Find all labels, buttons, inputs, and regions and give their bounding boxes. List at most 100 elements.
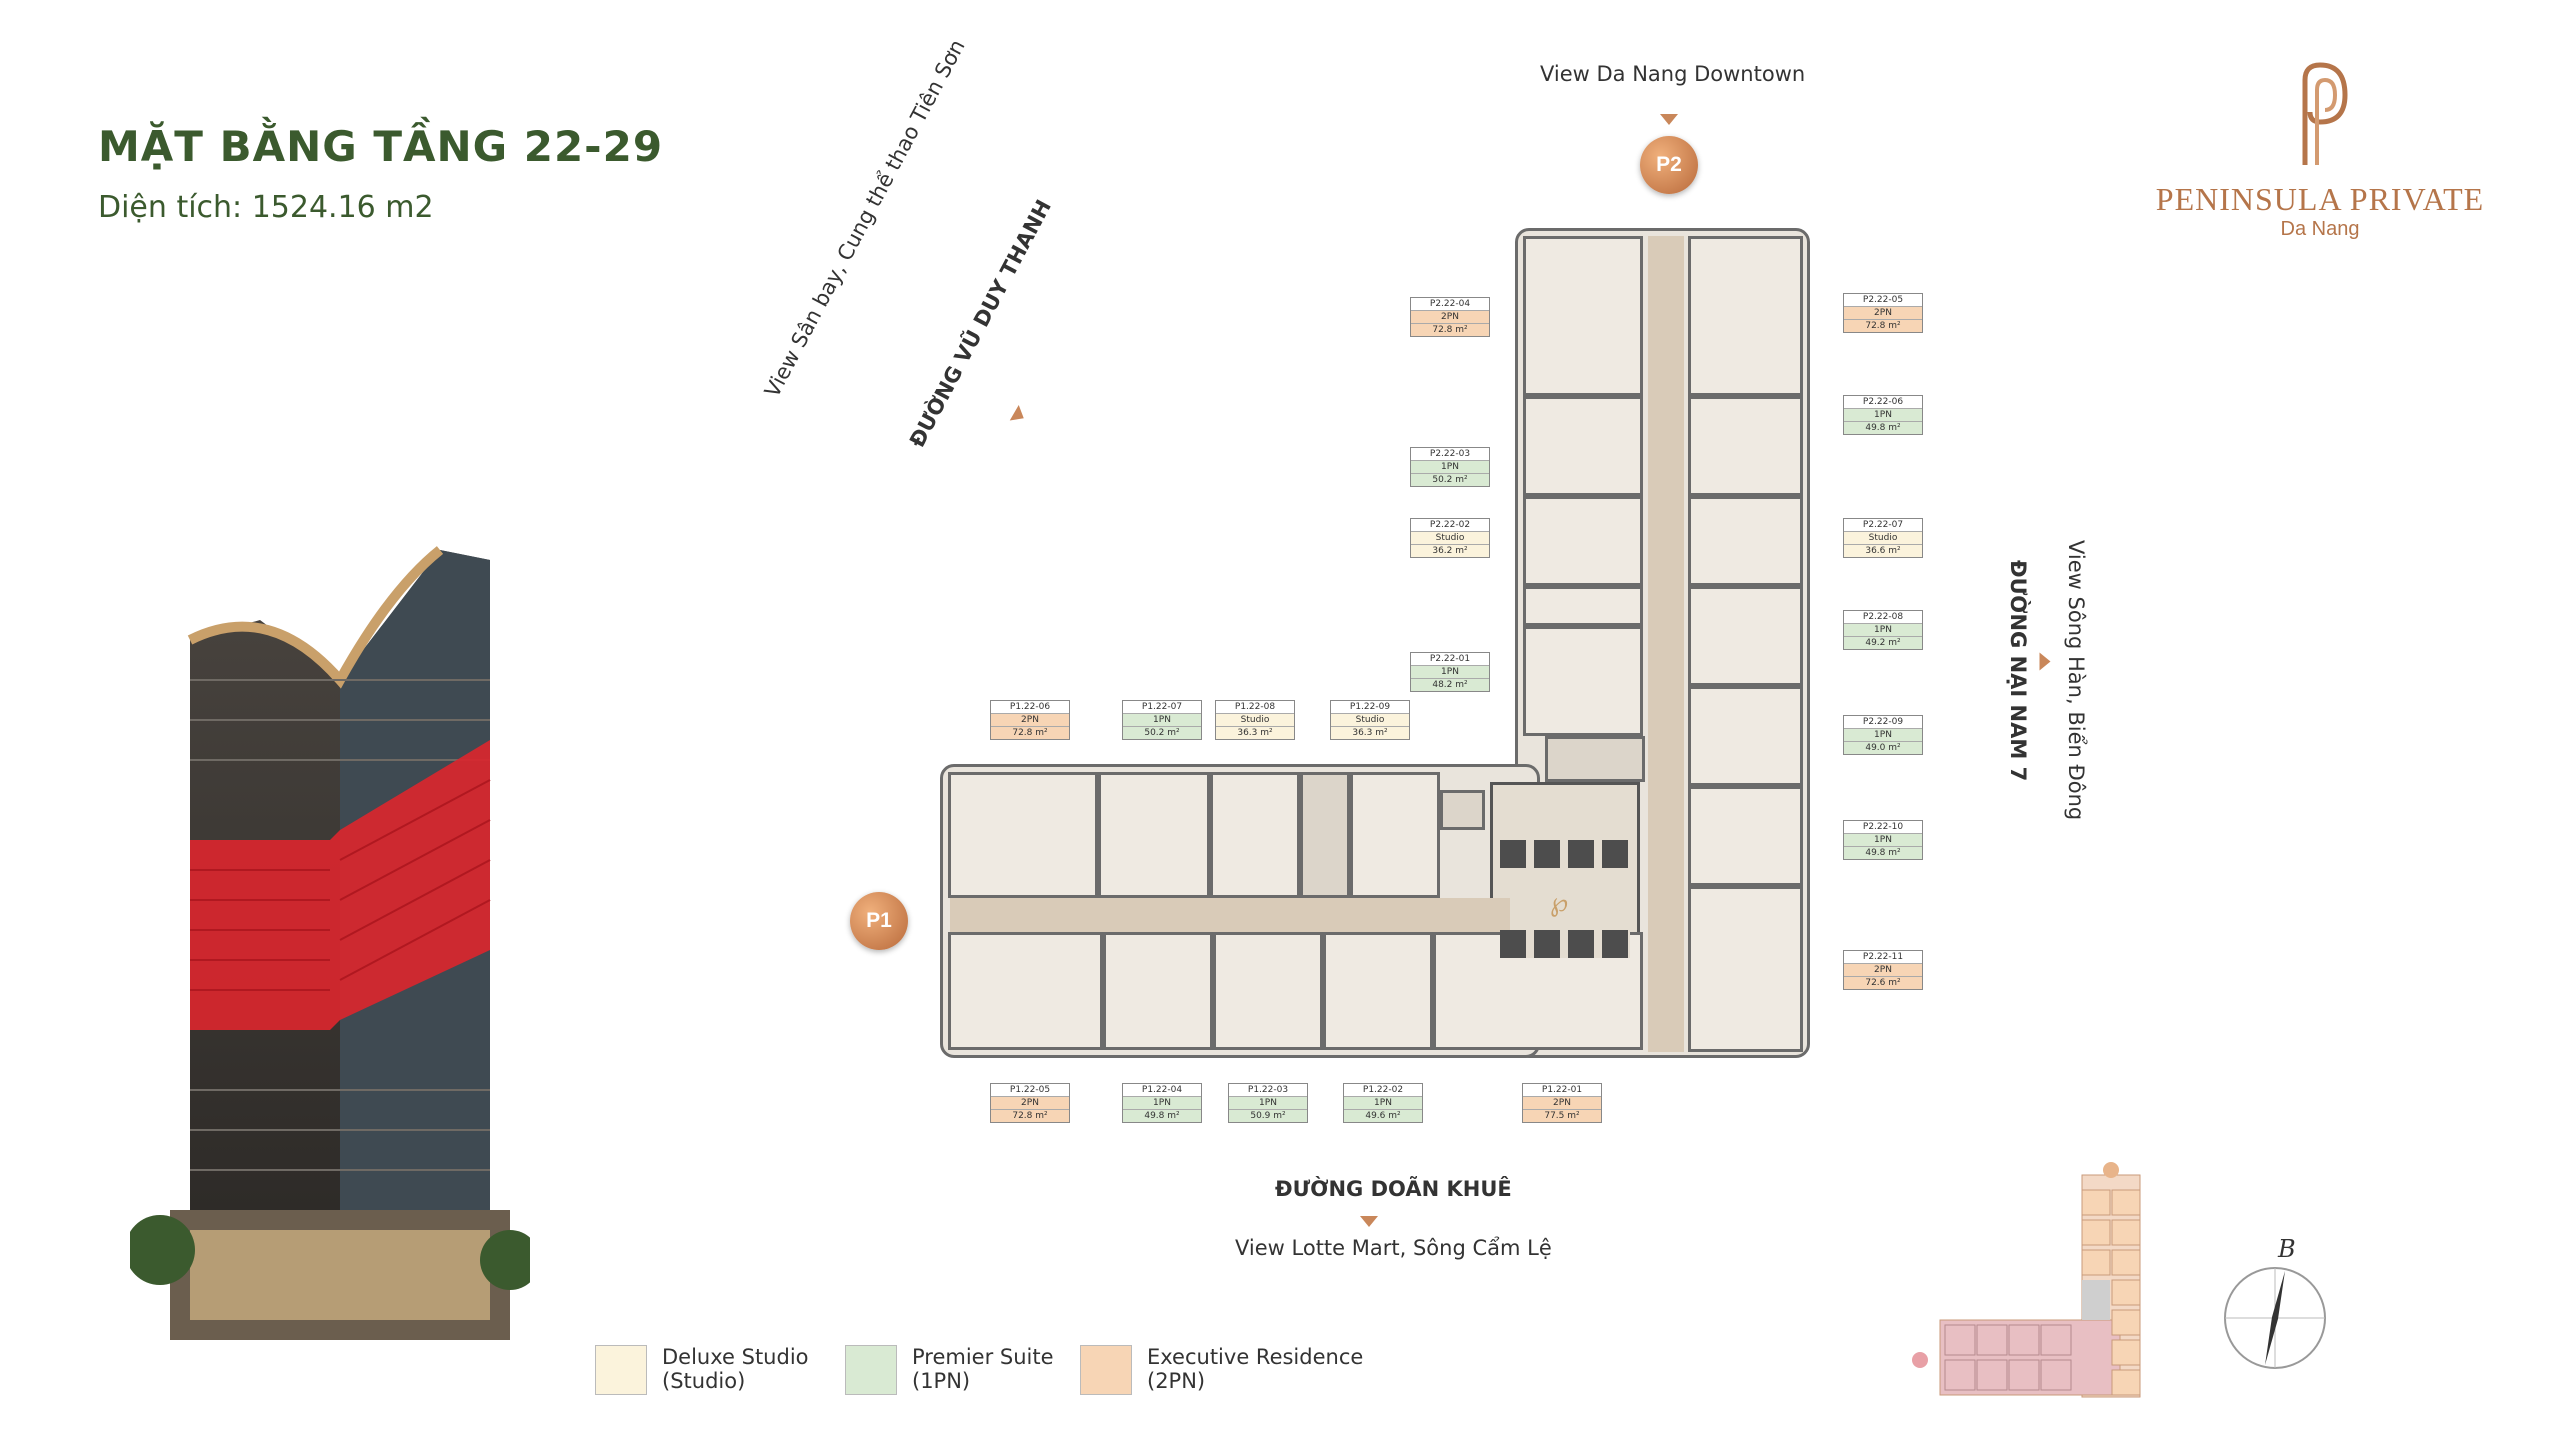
bottom-road-label: ĐƯỜNG DOÃN KHUÊ [1275, 1177, 1512, 1201]
unit-code: P2.22-08 [1844, 611, 1922, 624]
building-image [125, 530, 540, 1350]
unit-type: 1PN [1123, 1097, 1201, 1110]
stair-core [1545, 736, 1645, 782]
unit-room [1688, 586, 1803, 686]
floor-area: Diện tích: 1524.16 m2 [98, 190, 434, 225]
brand-monogram-icon [2302, 62, 2348, 165]
unit-room [1210, 772, 1300, 898]
unit-type: Studio [1331, 714, 1409, 727]
unit-code: P2.22-04 [1411, 298, 1489, 311]
marker-p1: P1 [850, 892, 908, 950]
marker-p2: P2 [1640, 136, 1698, 194]
legend-sub: (2PN) [1147, 1369, 1206, 1393]
unit-room [1350, 772, 1440, 898]
corridor-p2 [1648, 236, 1684, 1052]
unit-room [1523, 496, 1643, 586]
legend-sub: (Studio) [662, 1369, 746, 1393]
unit-code: P2.22-01 [1411, 653, 1489, 666]
unit-type: 2PN [1411, 311, 1489, 324]
unit-type: 1PN [1844, 409, 1922, 422]
unit-type: Studio [1216, 714, 1294, 727]
view-top-label: View Da Nang Downtown [1540, 62, 1806, 86]
unit-code: P2.22-02 [1411, 519, 1489, 532]
corridor-p1 [950, 898, 1510, 932]
unit-code: P2.22-09 [1844, 716, 1922, 729]
stair-core [1300, 772, 1350, 898]
unit-code: P1.22-04 [1123, 1084, 1201, 1097]
unit-area: 72.8 m² [1411, 324, 1489, 336]
unit-area: 36.6 m² [1844, 545, 1922, 557]
unit-room [1688, 686, 1803, 786]
unit-area: 36.2 m² [1411, 545, 1489, 557]
brand-name: PENINSULA PRIVATE [2155, 181, 2485, 217]
unit-type: 2PN [991, 1097, 1069, 1110]
unit-area: 72.6 m² [1844, 977, 1922, 989]
unit-area: 72.8 m² [1844, 320, 1922, 332]
elevator-bank [1500, 840, 1630, 868]
unit-type: 1PN [1844, 834, 1922, 847]
unit-room [1103, 932, 1213, 1050]
unit-room [1688, 496, 1803, 586]
core-lift [1440, 790, 1485, 830]
unit-type: 2PN [1844, 964, 1922, 977]
unit-room [1688, 236, 1803, 396]
unit-area: 72.8 m² [991, 1110, 1069, 1122]
unit-area: 49.6 m² [1344, 1110, 1422, 1122]
unit-type: Studio [1411, 532, 1489, 545]
unit-area: 49.8 m² [1844, 847, 1922, 859]
page-title: MẶT BẰNG TẦNG 22-29 [98, 122, 664, 171]
unit-type: 2PN [1523, 1097, 1601, 1110]
compass-icon: B [2220, 1235, 2330, 1369]
unit-room [1523, 626, 1643, 736]
legend-item-2pn: Executive Residence(2PN) [1147, 1345, 1363, 1393]
unit-room [1523, 236, 1643, 396]
legend-swatch-1pn [845, 1345, 897, 1395]
unit-code: P2.22-06 [1844, 396, 1922, 409]
unit-room [1523, 396, 1643, 496]
unit-type: 1PN [1844, 624, 1922, 637]
unit-code: P1.22-09 [1331, 701, 1409, 714]
unit-code: P1.22-02 [1344, 1084, 1422, 1097]
unit-code: P1.22-08 [1216, 701, 1294, 714]
unit-code: P1.22-06 [991, 701, 1069, 714]
view-bottom-label: View Lotte Mart, Sông Cẩm Lệ [1235, 1236, 1552, 1260]
unit-area: 50.2 m² [1411, 474, 1489, 486]
unit-type: Studio [1844, 532, 1922, 545]
unit-room [1213, 932, 1323, 1050]
unit-code: P2.22-10 [1844, 821, 1922, 834]
unit-room [1688, 396, 1803, 496]
unit-type: 1PN [1344, 1097, 1422, 1110]
lobby-logo-icon: ℘ [1550, 888, 1569, 917]
unit-area: 49.8 m² [1123, 1110, 1201, 1122]
unit-area: 36.3 m² [1216, 727, 1294, 739]
unit-area: 50.2 m² [1123, 727, 1201, 739]
unit-type: 1PN [1411, 461, 1489, 474]
view-bottom-arrow-icon [1360, 1216, 1378, 1227]
unit-room [1688, 786, 1803, 886]
unit-code: P2.22-05 [1844, 294, 1922, 307]
unit-area: 72.8 m² [991, 727, 1069, 739]
brand-logo: PENINSULA PRIVATE Da Nang [2130, 60, 2510, 241]
unit-type: 1PN [1411, 666, 1489, 679]
